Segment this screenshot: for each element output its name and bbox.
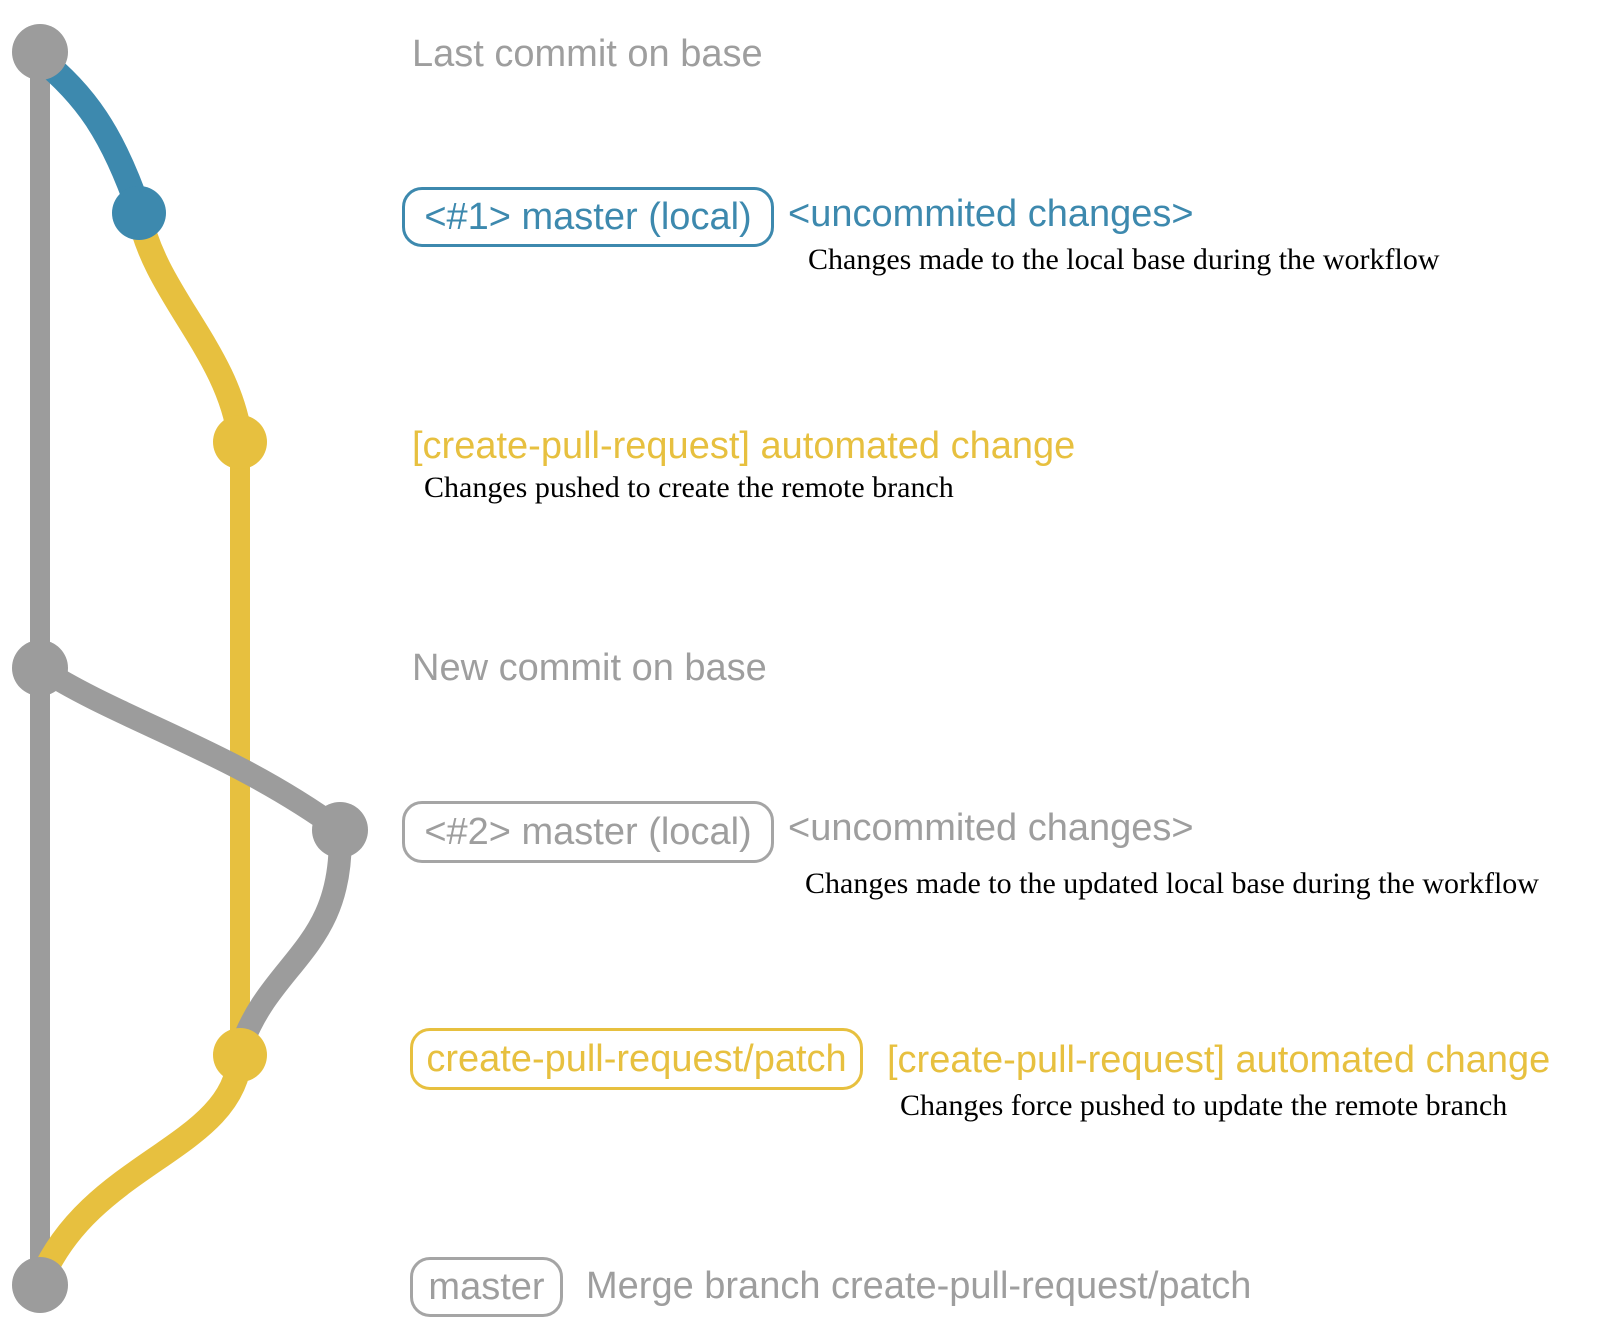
- status-uncommitted-changes-2: <uncommited changes>: [788, 807, 1194, 849]
- branch-badge-master-local-2-text: <#2> master (local): [424, 810, 752, 853]
- commit-node-automated-change-2: [213, 1028, 267, 1082]
- commit-message-automated-change-1: [create-pull-request] automated change: [412, 425, 1076, 467]
- merge-curve: [27, 1042, 253, 1295]
- force-push-curve: [228, 818, 352, 1062]
- branch-badge-master-text: master: [428, 1265, 545, 1308]
- label-last-commit-on-base: Last commit on base: [412, 33, 763, 75]
- local-master-branch-curve-1: [27, 45, 152, 223]
- local-master-branch-curve-2: [28, 656, 352, 842]
- commit-node-uncommitted-1: [112, 186, 166, 240]
- label-new-commit-on-base: New commit on base: [412, 647, 767, 689]
- note-local-base-changes-2: Changes made to the updated local base d…: [805, 867, 1539, 900]
- note-push-create-remote-branch: Changes pushed to create the remote bran…: [424, 471, 954, 504]
- commit-message-automated-change-2: [create-pull-request] automated change: [887, 1039, 1551, 1081]
- branch-badge-master-local-2: <#2> master (local): [402, 801, 774, 863]
- commit-node-last-base: [12, 24, 68, 80]
- branch-badge-master-local-1-text: <#1> master (local): [424, 195, 752, 238]
- note-local-base-changes-1: Changes made to the local base during th…: [808, 243, 1440, 276]
- commit-graph: [12, 24, 368, 1313]
- branch-badge-master-local-1: <#1> master (local): [402, 187, 774, 247]
- commit-node-new-base: [12, 640, 68, 696]
- commit-message-merge-branch: Merge branch create-pull-request/patch: [586, 1265, 1252, 1307]
- branch-badge-create-pull-request-patch-text: create-pull-request/patch: [426, 1037, 847, 1080]
- commit-node-uncommitted-2: [312, 802, 368, 858]
- note-force-push-update-remote-branch: Changes force pushed to update the remot…: [900, 1089, 1508, 1122]
- status-uncommitted-changes-1: <uncommited changes>: [788, 193, 1194, 235]
- commit-node-merge: [12, 1257, 68, 1313]
- branch-badge-master: master: [410, 1257, 563, 1317]
- branch-badge-create-pull-request-patch: create-pull-request/patch: [410, 1028, 863, 1090]
- patch-branch-curve-top: [126, 200, 253, 451]
- commit-node-automated-change-1: [213, 415, 267, 469]
